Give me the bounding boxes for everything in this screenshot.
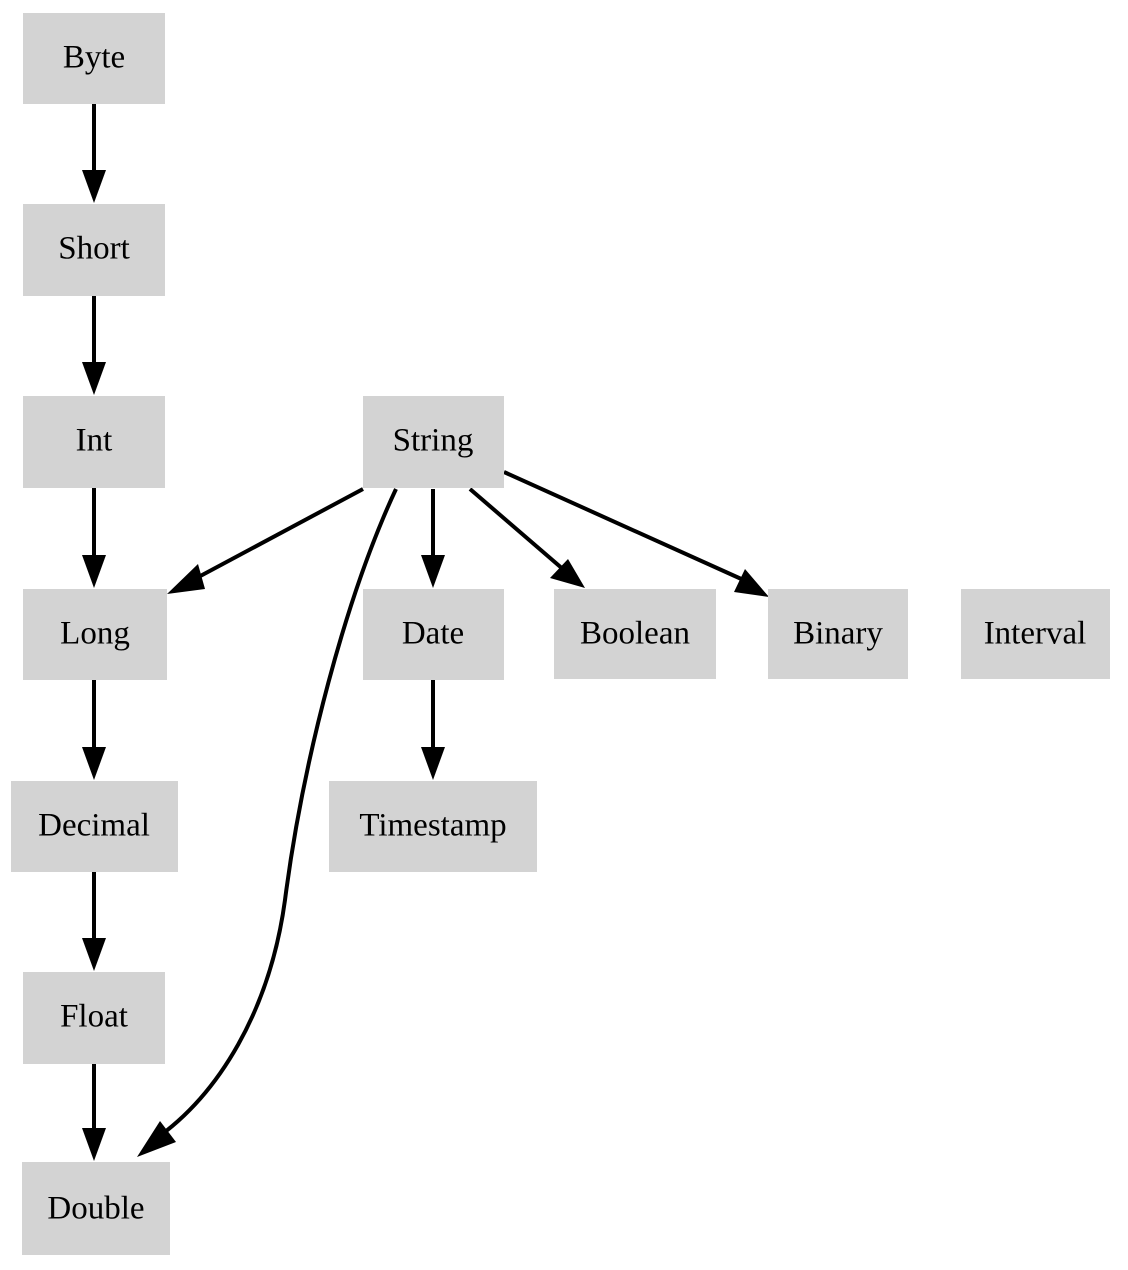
edge-layer xyxy=(82,104,769,1161)
node-byte[interactable]: Byte xyxy=(23,13,165,104)
edge-int-long xyxy=(82,488,106,588)
edge-decimal-float xyxy=(82,872,106,971)
node-double[interactable]: Double xyxy=(22,1162,170,1255)
node-short[interactable]: Short xyxy=(23,204,165,296)
edge-string-boolean xyxy=(468,487,585,588)
node-decimal[interactable]: Decimal xyxy=(11,781,178,872)
node-int-box[interactable] xyxy=(23,396,165,488)
node-interval-box[interactable] xyxy=(961,589,1110,679)
node-boolean[interactable]: Boolean xyxy=(554,589,716,679)
node-long-box[interactable] xyxy=(23,589,167,680)
node-byte-box[interactable] xyxy=(23,13,165,104)
node-layer: Byte Short Int Long Decimal Float xyxy=(11,13,1110,1255)
edge-float-double xyxy=(82,1064,106,1161)
node-date-box[interactable] xyxy=(363,589,504,680)
edge-byte-short xyxy=(82,104,106,203)
edge-string-double xyxy=(137,488,398,1157)
node-float-box[interactable] xyxy=(23,972,165,1064)
node-interval[interactable]: Interval xyxy=(961,589,1110,679)
edge-string-long xyxy=(167,487,364,594)
node-binary-box[interactable] xyxy=(768,589,908,679)
node-decimal-box[interactable] xyxy=(11,781,178,872)
node-short-box[interactable] xyxy=(23,204,165,296)
node-boolean-box[interactable] xyxy=(554,589,716,679)
node-long[interactable]: Long xyxy=(23,589,167,680)
node-binary[interactable]: Binary xyxy=(768,589,908,679)
node-double-box[interactable] xyxy=(22,1162,170,1255)
node-float[interactable]: Float xyxy=(23,972,165,1064)
node-timestamp-box[interactable] xyxy=(329,781,537,872)
edge-short-int xyxy=(82,296,106,395)
node-int[interactable]: Int xyxy=(23,396,165,488)
node-date[interactable]: Date xyxy=(363,589,504,680)
edge-string-date xyxy=(421,489,445,588)
edge-date-timestamp xyxy=(421,680,445,780)
node-string[interactable]: String xyxy=(363,396,504,488)
edge-string-binary xyxy=(503,470,769,597)
edge-long-decimal xyxy=(82,680,106,780)
node-timestamp[interactable]: Timestamp xyxy=(329,781,537,872)
node-string-box[interactable] xyxy=(363,396,504,488)
